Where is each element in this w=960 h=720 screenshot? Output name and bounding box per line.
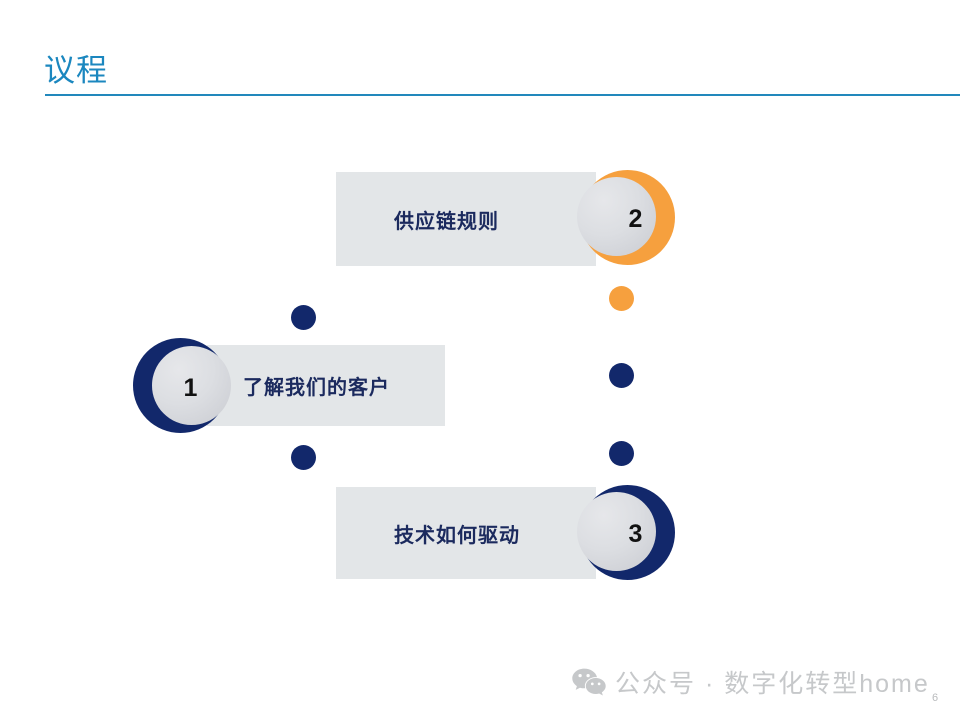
agenda-item-3[interactable]: 技术如何驱动 — [336, 487, 596, 579]
decorative-dot — [609, 286, 634, 311]
title-divider — [45, 94, 960, 96]
watermark: 公众号 · 数字化转型home — [572, 664, 930, 700]
agenda-item-3-label: 技术如何驱动 — [394, 524, 520, 547]
page-title: 议程 — [44, 53, 108, 88]
agenda-item-1-number: 1 — [183, 374, 198, 402]
agenda-item-3-number: 3 — [628, 520, 643, 548]
decorative-dot — [609, 441, 634, 466]
decorative-dot — [291, 445, 316, 470]
disc-shape — [577, 492, 656, 571]
wechat-icon — [572, 668, 606, 697]
agenda-item-2-badge[interactable]: 2 — [577, 170, 675, 265]
agenda-item-2[interactable]: 供应链规则 — [336, 172, 596, 266]
page-number: 6 — [932, 692, 939, 704]
watermark-text: 公众号 · 数字化转型home — [615, 670, 930, 698]
agenda-item-1-label: 了解我们的客户 — [243, 377, 390, 399]
disc-shape — [152, 346, 231, 425]
agenda-item-2-number: 2 — [628, 205, 643, 233]
decorative-dot — [291, 305, 316, 330]
agenda-item-1-badge[interactable]: 1 — [133, 338, 231, 433]
disc-shape — [577, 177, 656, 256]
agenda-item-3-badge[interactable]: 3 — [577, 485, 675, 580]
decorative-dot — [609, 363, 634, 388]
agenda-item-2-label: 供应链规则 — [394, 210, 499, 233]
agenda-item-1[interactable]: 了解我们的客户 — [207, 345, 445, 426]
